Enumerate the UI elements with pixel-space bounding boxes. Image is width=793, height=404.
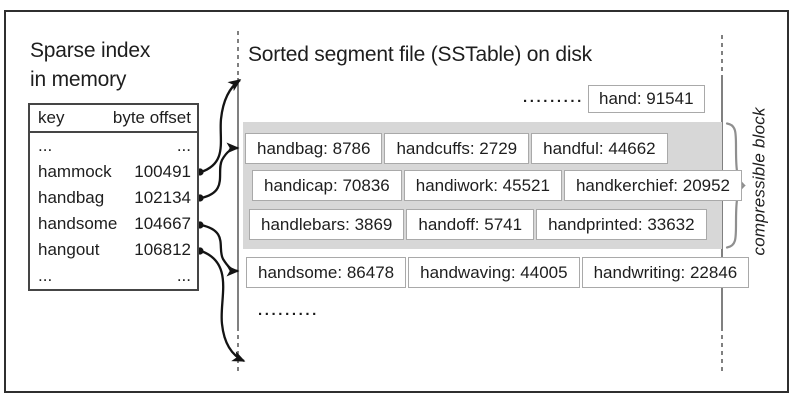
kv-box-handbag: handbag: 8786 — [245, 133, 383, 164]
kv-box-handkerchief: handkerchief: 20952 — [563, 170, 743, 201]
kv-box-handful: handful: 44662 — [531, 133, 668, 164]
sparse-index-title-line1: Sparse index — [30, 39, 151, 62]
index-key: handsome — [38, 214, 118, 233]
kv-box-handcuffs: handcuffs: 2729 — [384, 133, 530, 164]
kv-box-handiwork: handiwork: 45521 — [403, 170, 562, 201]
kv-box-handwaving: handwaving: 44005 — [408, 257, 580, 288]
kv-box-hand: hand: 91541 — [588, 85, 705, 113]
kv-box-handicap: handicap: 70836 — [252, 170, 402, 201]
kv-box-handwriting: handwriting: 22846 — [581, 257, 750, 288]
index-key: handbag — [38, 188, 105, 207]
segment-row-3: handlebars: 3869 handoff: 5741 handprint… — [249, 209, 707, 240]
index-offset: ... — [176, 266, 191, 285]
compressible-block-label: compressible block — [749, 107, 769, 256]
index-offset: 106812 — [134, 240, 191, 259]
kv-box-handsome: handsome: 86478 — [246, 257, 407, 288]
index-table-header: key byte offset — [30, 105, 197, 133]
kv-box-handlebars: handlebars: 3869 — [249, 209, 405, 240]
index-row-hangout: hangout 106812 — [30, 237, 197, 263]
index-row-ellipsis-bottom: ... ... — [30, 263, 197, 289]
index-key: hammock — [38, 162, 112, 181]
index-key: hangout — [38, 240, 100, 259]
index-offset: 100491 — [134, 162, 191, 181]
index-row-handsome: handsome 104667 — [30, 211, 197, 237]
segment-row-4: handsome: 86478 handwaving: 44005 handwr… — [246, 257, 750, 288]
index-offset: 104667 — [134, 214, 191, 233]
sparse-index-title: Sparse index in memory — [30, 36, 150, 95]
index-row-ellipsis-top: ... ... — [30, 133, 197, 159]
sparse-index-table: key byte offset ... ... hammock 100491 h… — [28, 103, 199, 291]
index-row-handbag: handbag 102134 — [30, 185, 197, 211]
index-offset: ... — [176, 136, 191, 155]
sparse-index-title-line2: in memory — [30, 68, 127, 92]
sstable-title: Sorted segment file (SSTable) on disk — [248, 43, 592, 66]
segment-row-2: handicap: 70836 handiwork: 45521 handker… — [252, 170, 743, 201]
index-offset: 102134 — [134, 188, 191, 207]
segment-row-1: handbag: 8786 handcuffs: 2729 handful: 4… — [245, 133, 668, 164]
file-continues-ellipsis-top: ......... — [523, 89, 584, 106]
column-header-key: key — [38, 108, 65, 127]
index-row-hammock: hammock 100491 — [30, 159, 197, 185]
kv-box-handprinted: handprinted: 33632 — [536, 209, 707, 240]
kv-box-handoff: handoff: 5741 — [406, 209, 535, 240]
index-key: ... — [38, 266, 53, 285]
column-header-offset: byte offset — [112, 108, 191, 127]
file-continues-ellipsis-bottom: ......... — [258, 302, 319, 319]
index-key: ... — [38, 136, 53, 155]
